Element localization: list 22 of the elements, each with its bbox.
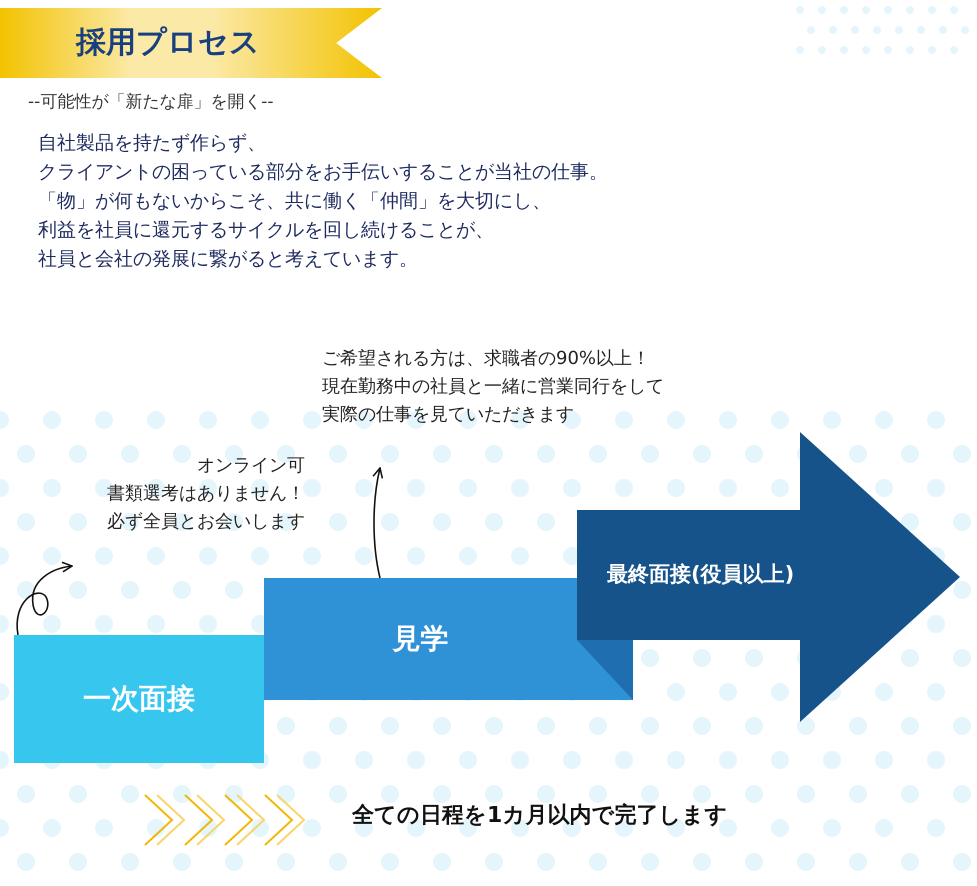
step-label: 最終面接(役員以上) bbox=[607, 561, 794, 588]
process-box bbox=[14, 635, 264, 763]
curved-arrow bbox=[16, 562, 73, 636]
note-text: 実際の仕事を見ていただきます bbox=[322, 403, 574, 427]
step-label: 一次面接 bbox=[83, 681, 195, 717]
note-text: 必ず全員とお会いします bbox=[107, 510, 305, 534]
process-arrow bbox=[577, 432, 960, 722]
intro-text: 「物」が何もないからこそ、共に働く「仲間」を大切にし、 bbox=[38, 189, 551, 214]
intro-text: 社員と会社の発展に繋がると考えています。 bbox=[38, 247, 418, 272]
subtitle: --可能性が「新たな扉」を開く-- bbox=[28, 91, 274, 113]
process-box bbox=[264, 578, 577, 700]
note-text: ご希望される方は、求職者の90%以上！ bbox=[322, 347, 650, 371]
note-text: 書類選考はありません！ bbox=[107, 482, 305, 506]
schedule-note: 全ての日程を1カ月以内で完了します bbox=[352, 802, 728, 830]
intro-text: クライアントの困っている部分をお手伝いすることが当社の仕事。 bbox=[38, 160, 608, 185]
note-text: 現在勤務中の社員と一緒に営業同行をして bbox=[322, 375, 664, 399]
curved-arrow bbox=[372, 467, 384, 578]
intro-text: 自社製品を持たず作らず、 bbox=[38, 131, 266, 156]
note-text: オンライン可 bbox=[197, 454, 305, 478]
intro-text: 利益を社員に還元するサイクルを回し続けることが、 bbox=[38, 218, 494, 243]
title-banner: 採用プロセス bbox=[0, 8, 382, 78]
step-label: 見学 bbox=[392, 621, 448, 657]
